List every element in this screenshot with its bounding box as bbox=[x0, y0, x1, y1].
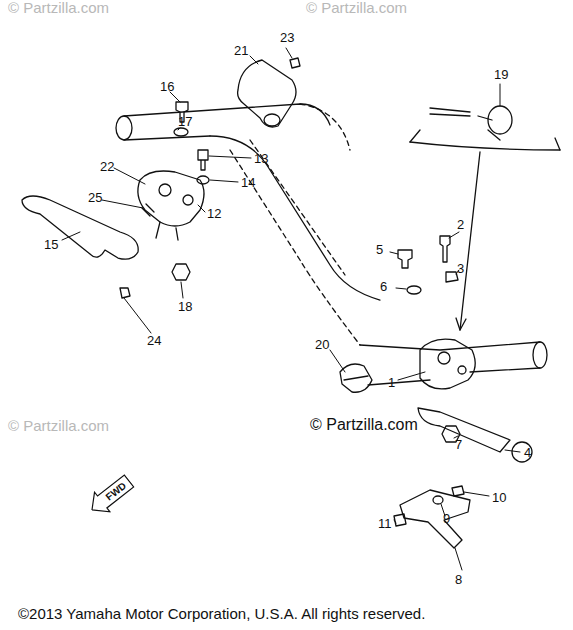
callout-number: 7 bbox=[455, 438, 462, 451]
watermark: © Partzilla.com bbox=[8, 418, 109, 433]
brake-lever bbox=[418, 408, 510, 452]
throttle-cable bbox=[430, 106, 512, 140]
watermark: © Partzilla.com bbox=[306, 0, 407, 15]
callout-number: 23 bbox=[280, 31, 294, 44]
callout-number: 12 bbox=[207, 207, 221, 220]
clutch-lever bbox=[22, 196, 138, 259]
callout-number: 18 bbox=[178, 300, 192, 313]
callout-number: 15 bbox=[44, 238, 58, 251]
callout-number: 13 bbox=[254, 152, 268, 165]
callout-number: 9 bbox=[443, 512, 450, 525]
arrow-shape bbox=[84, 471, 136, 520]
callout-number: 10 bbox=[492, 491, 506, 504]
callout-number: 1 bbox=[388, 376, 395, 389]
callout-number: 3 bbox=[457, 262, 464, 275]
copyright-notice: ©2013 Yamaha Motor Corporation, U.S.A. A… bbox=[18, 606, 425, 621]
callout-number: 16 bbox=[160, 80, 174, 93]
switch-cover bbox=[238, 60, 296, 127]
left-lever-holder bbox=[138, 171, 204, 240]
callout-number: 8 bbox=[455, 573, 462, 586]
callout-number: 25 bbox=[88, 191, 102, 204]
callout-number: 14 bbox=[241, 176, 255, 189]
direction-arrow: FWD bbox=[83, 470, 138, 521]
handlebar bbox=[116, 104, 547, 385]
callout-number: 21 bbox=[234, 44, 248, 57]
right-lever-holder bbox=[420, 339, 475, 389]
callout-number: 24 bbox=[147, 334, 161, 347]
callout-number: 17 bbox=[178, 115, 192, 128]
watermark: © Partzilla.com bbox=[310, 417, 418, 433]
callout-number: 5 bbox=[376, 243, 383, 256]
callout-number: 19 bbox=[494, 68, 508, 81]
watermark: © Partzilla.com bbox=[8, 0, 109, 15]
callout-number: 11 bbox=[378, 517, 392, 530]
callout-number: 20 bbox=[315, 338, 329, 351]
callout-number: 2 bbox=[457, 218, 464, 231]
callout-number: 4 bbox=[524, 446, 531, 459]
lever-assy bbox=[400, 490, 470, 548]
callout-number: 6 bbox=[380, 280, 387, 293]
callout-number: 22 bbox=[100, 160, 114, 173]
leader-lines bbox=[62, 48, 520, 570]
